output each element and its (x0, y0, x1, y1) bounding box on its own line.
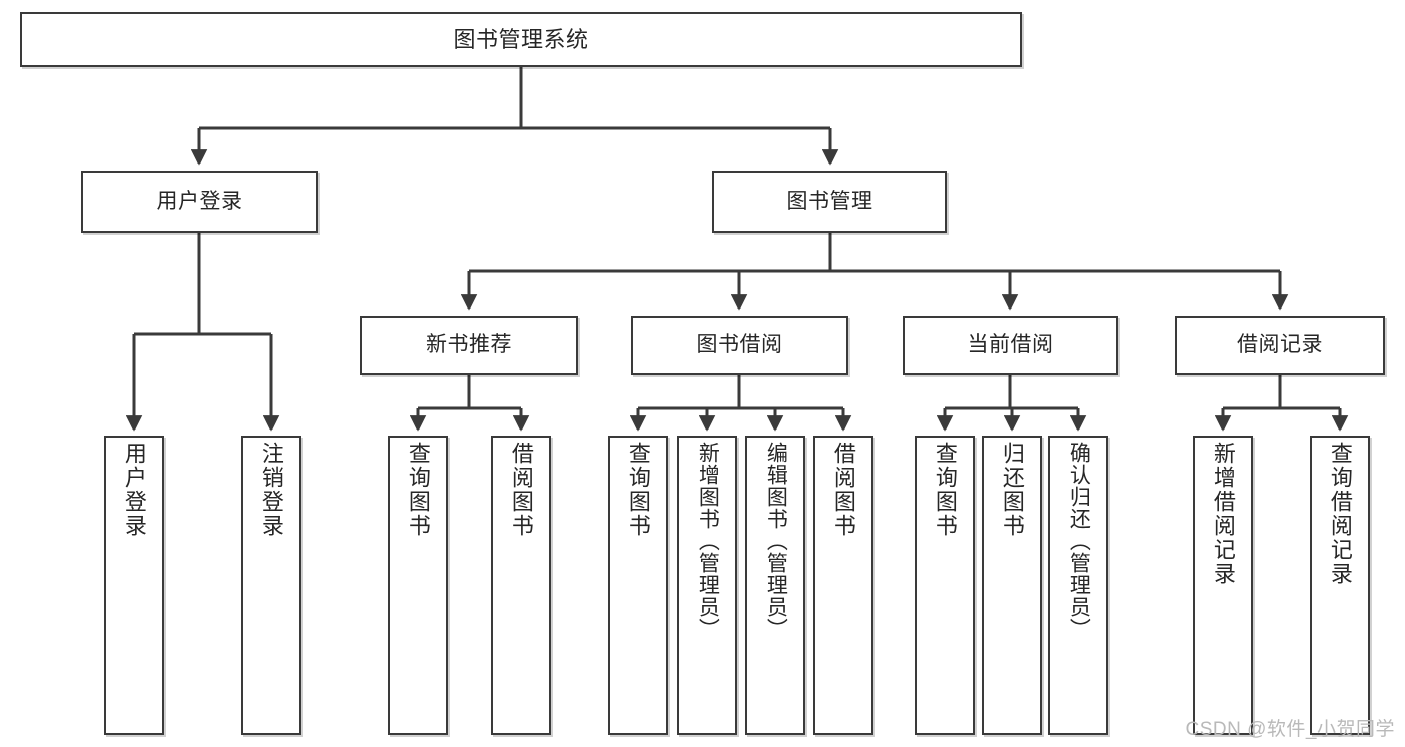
node-new-book-recommend[interactable]: 新书推荐 (360, 316, 578, 375)
node-leaf-user-login-label: 用户登录 (121, 442, 147, 538)
node-root-label: 图书管理系统 (453, 26, 589, 52)
node-borrow-record[interactable]: 借阅记录 (1175, 316, 1385, 375)
node-leaf-query-record-label: 查询借阅记录 (1327, 442, 1353, 586)
node-leaf-confirm-return-label: 确认归还（管理员） (1067, 442, 1091, 640)
node-book-borrow-label: 图书借阅 (696, 333, 783, 357)
node-leaf-query-record[interactable]: 查询借阅记录 (1310, 436, 1370, 735)
node-leaf-user-logout[interactable]: 注销登录 (241, 436, 301, 735)
node-leaf-add-record-label: 新增借阅记录 (1210, 442, 1236, 586)
node-book-manage-label: 图书管理 (786, 189, 873, 213)
watermark-text: CSDN @软件_小贺同学 (1185, 719, 1395, 740)
node-leaf-add-book-label: 新增图书（管理员） (696, 442, 720, 640)
node-new-book-recommend-label: 新书推荐 (426, 333, 512, 357)
node-leaf-add-record[interactable]: 新增借阅记录 (1193, 436, 1253, 735)
node-leaf-return-book-label: 归还图书 (999, 442, 1025, 538)
node-leaf-borrow-book-1-label: 借阅图书 (508, 442, 534, 538)
node-leaf-confirm-return[interactable]: 确认归还（管理员） (1048, 436, 1108, 735)
node-leaf-edit-book-label: 编辑图书（管理员） (764, 442, 788, 640)
node-book-borrow[interactable]: 图书借阅 (631, 316, 848, 375)
node-leaf-edit-book[interactable]: 编辑图书（管理员） (745, 436, 805, 735)
node-leaf-user-login[interactable]: 用户登录 (104, 436, 164, 735)
node-leaf-borrow-book-2-label: 借阅图书 (830, 442, 856, 538)
node-book-manage[interactable]: 图书管理 (712, 171, 947, 233)
node-leaf-query-book-1[interactable]: 查询图书 (388, 436, 448, 735)
node-leaf-query-book-2[interactable]: 查询图书 (608, 436, 668, 735)
node-user-login-label: 用户登录 (156, 189, 243, 213)
node-current-borrow[interactable]: 当前借阅 (903, 316, 1118, 375)
node-root[interactable]: 图书管理系统 (20, 12, 1022, 67)
node-leaf-borrow-book-1[interactable]: 借阅图书 (491, 436, 551, 735)
node-leaf-user-logout-label: 注销登录 (258, 442, 284, 538)
node-leaf-query-book-1-label: 查询图书 (405, 442, 431, 538)
node-leaf-return-book[interactable]: 归还图书 (982, 436, 1042, 735)
node-current-borrow-label: 当前借阅 (967, 333, 1054, 357)
node-leaf-add-book[interactable]: 新增图书（管理员） (677, 436, 737, 735)
node-user-login[interactable]: 用户登录 (81, 171, 318, 233)
node-leaf-query-book-3-label: 查询图书 (932, 442, 958, 538)
node-leaf-query-book-2-label: 查询图书 (625, 442, 651, 538)
node-leaf-query-book-3[interactable]: 查询图书 (915, 436, 975, 735)
node-borrow-record-label: 借阅记录 (1237, 333, 1323, 357)
node-leaf-borrow-book-2[interactable]: 借阅图书 (813, 436, 873, 735)
